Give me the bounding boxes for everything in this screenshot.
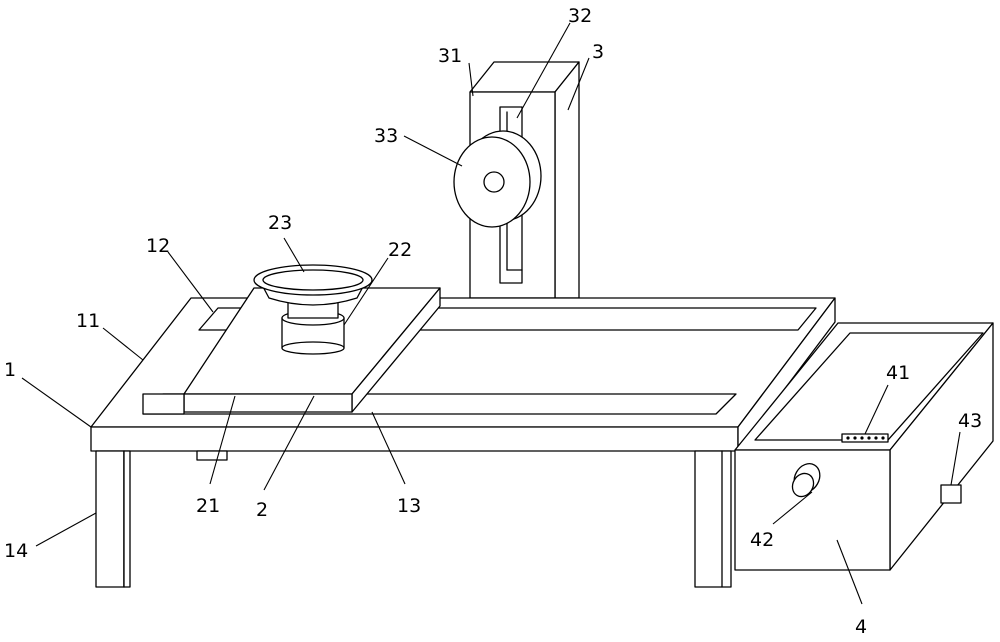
label-42: 42 [750,529,774,551]
label-14: 14 [4,540,28,562]
label-22: 22 [388,239,412,261]
label-4: 4 [855,616,867,638]
leg-right [694,450,732,588]
label-1: 1 [4,359,16,381]
label-13: 13 [397,495,421,517]
label-33: 33 [374,125,398,147]
label-31: 31 [438,45,462,67]
label-12: 12 [146,235,170,257]
leg-14 [95,450,131,588]
motor-22 [281,299,345,355]
label-41: 41 [886,362,910,384]
label-3: 3 [592,41,604,63]
bowl-23 [253,264,373,306]
label-32: 32 [568,5,592,27]
label-23: 23 [268,212,292,234]
label-2: 2 [256,499,268,521]
leader-lines [21,22,961,605]
label-43: 43 [958,410,982,432]
label-11: 11 [76,310,100,332]
reference-labels: 1 11 12 13 14 2 21 22 23 3 31 32 33 4 41… [4,5,982,638]
wheel-33 [453,130,542,228]
box-4 [734,322,994,571]
label-21: 21 [196,495,220,517]
slider-bottom [196,450,228,461]
